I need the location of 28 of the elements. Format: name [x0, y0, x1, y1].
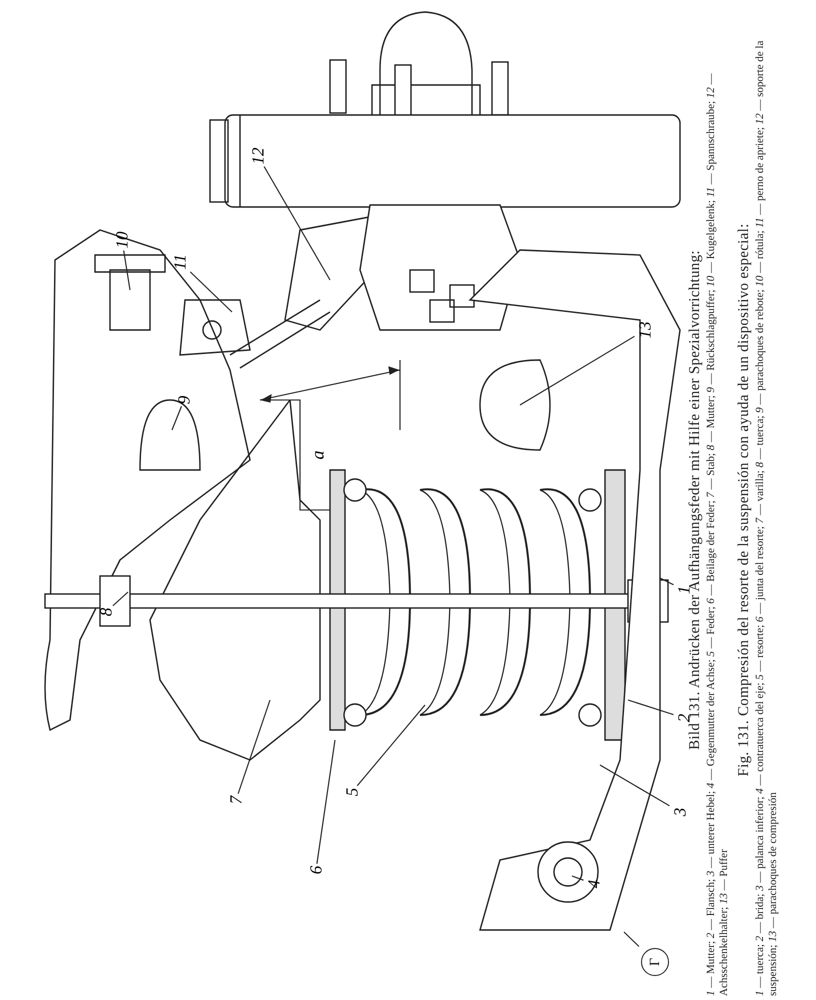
callout-number: 4	[586, 880, 602, 888]
callout-number: 13	[636, 322, 654, 338]
callout-number: 8	[98, 608, 114, 616]
leader-line	[628, 699, 674, 716]
leader-line	[356, 704, 426, 786]
leader-line	[600, 764, 670, 806]
callout-number: 7	[228, 796, 244, 804]
callout-number: 11	[172, 254, 188, 270]
callout-number: 12	[250, 148, 266, 164]
leader-line	[520, 336, 635, 406]
leader-line	[190, 271, 232, 312]
dimension-label: a	[308, 450, 328, 460]
callout-number: 10	[114, 232, 130, 248]
leader-line	[264, 166, 330, 280]
caption-heading: Fig. 131. Compresión del resorte de la suspensión con ayuda de un dispositivo especial:	[735, 222, 753, 779]
leader-line	[316, 740, 336, 864]
callout-number: 6	[308, 866, 324, 874]
leader-line	[112, 592, 128, 606]
leader-line	[238, 700, 271, 794]
callout-number: 9	[176, 396, 192, 404]
leader-line	[171, 406, 182, 430]
leader-line	[660, 578, 674, 586]
leader-line	[624, 932, 640, 947]
callout-number: 3	[672, 808, 688, 816]
callout-number: 5	[344, 788, 360, 796]
leader-line	[572, 875, 584, 881]
circled-label: Г	[641, 948, 669, 976]
leader-line	[123, 250, 131, 290]
